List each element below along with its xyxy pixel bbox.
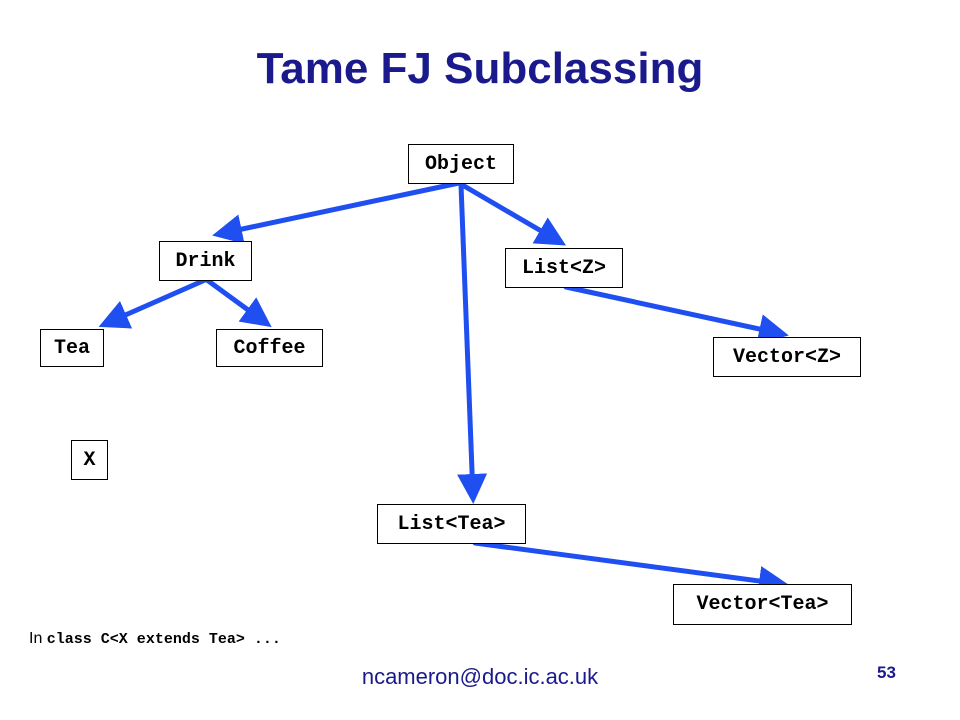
edge-list-tea-vector-tea (472, 540, 789, 596)
node-x: X (71, 440, 108, 480)
node-tea: Tea (40, 329, 104, 367)
edge-drink-tea (98, 277, 208, 329)
node-drink: Drink (159, 241, 252, 281)
caption: In class C<X extends Tea> ... (29, 630, 281, 648)
node-list-z: List<Z> (505, 248, 623, 288)
node-list-tea: List<Tea> (377, 504, 526, 544)
edge-object-list-z (456, 180, 567, 246)
caption-prefix: In (29, 630, 43, 647)
slide-title: Tame FJ Subclassing (256, 44, 704, 93)
edge-object-drink (212, 180, 462, 244)
node-vector-tea: Vector<Tea> (673, 584, 852, 625)
slide-number: 53 (877, 663, 896, 682)
edge-list-z-vector-z (563, 284, 789, 344)
edge-object-list-tea (457, 182, 488, 504)
caption-code: class C<X extends Tea> ... (46, 631, 281, 648)
node-vector-z: Vector<Z> (713, 337, 861, 377)
node-coffee: Coffee (216, 329, 323, 367)
node-object: Object (408, 144, 514, 184)
edge-drink-coffee (204, 277, 272, 328)
footer-email: ncameron@doc.ic.ac.uk (361, 664, 599, 689)
